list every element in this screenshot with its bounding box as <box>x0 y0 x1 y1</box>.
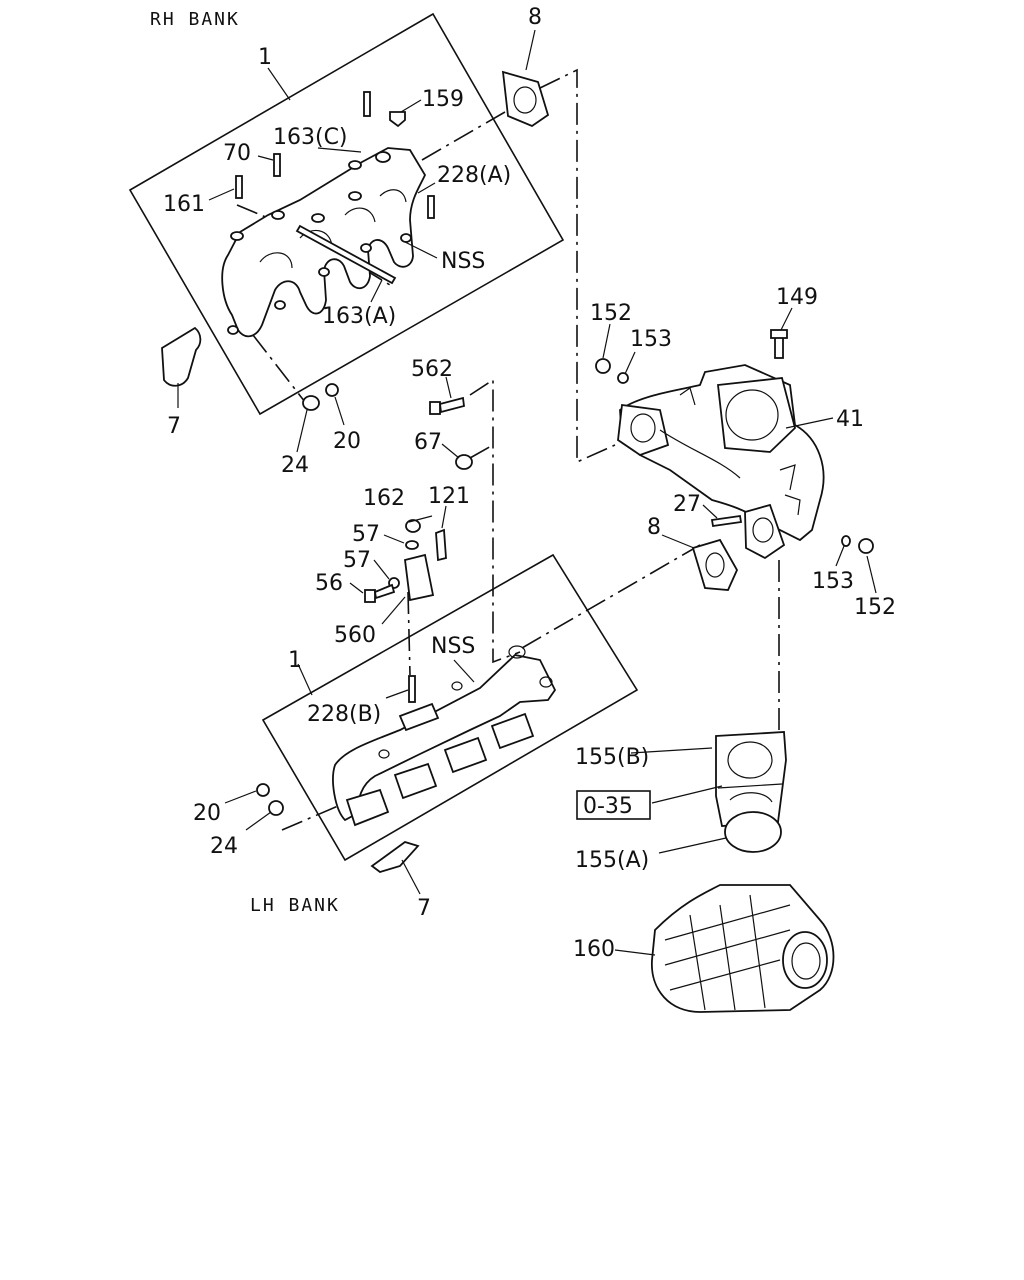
callout-nss-top: NSS <box>441 249 485 274</box>
rh-studs <box>235 91 435 285</box>
lh-intake-manifold <box>332 645 557 827</box>
callout-153-bot: 153 <box>812 569 854 594</box>
intake-plenum <box>617 364 825 560</box>
rh-bank-label: RH BANK <box>150 9 240 30</box>
callout-24-bot: 24 <box>210 834 238 859</box>
bracket-560 <box>404 553 435 602</box>
callout-152-top: 152 <box>590 301 632 326</box>
callout-57-a: 57 <box>352 522 380 547</box>
callout-160: 160 <box>573 937 615 962</box>
callout-149: 149 <box>776 285 818 310</box>
callout-560: 560 <box>334 623 376 648</box>
air-duct <box>651 884 835 1013</box>
callout-153-top: 153 <box>630 327 672 352</box>
callout-67: 67 <box>414 430 442 455</box>
lh-nut-24 <box>268 800 284 816</box>
callout-57-b: 57 <box>343 548 371 573</box>
bolt-56 <box>364 583 396 603</box>
callout-152-bot: 152 <box>854 595 896 620</box>
washer-153-top <box>617 372 629 384</box>
callout-155a: 155(A) <box>575 848 649 873</box>
callout-8-top: 8 <box>528 5 542 30</box>
bolt-562 <box>429 396 465 415</box>
washer-153-bot <box>841 535 851 547</box>
callout-nss-bot: NSS <box>431 634 475 659</box>
callout-20-bot: 20 <box>193 801 221 826</box>
callout-161: 161 <box>163 192 205 217</box>
rh-nut-24 <box>302 395 320 411</box>
stud-228b <box>408 675 416 703</box>
callout-41: 41 <box>836 407 864 432</box>
top-throttle-gasket <box>501 70 550 128</box>
ref-035-box <box>576 790 651 820</box>
mid-gasket <box>691 538 739 591</box>
callout-163c: 163(C) <box>273 125 348 150</box>
callout-163a: 163(A) <box>322 304 396 329</box>
callout-7-bot: 7 <box>417 896 431 921</box>
rh-manifold-gasket <box>161 326 202 387</box>
callout-121: 121 <box>428 484 470 509</box>
lh-nut-20 <box>256 783 270 797</box>
callout-228a: 228(A) <box>437 163 511 188</box>
callout-8-mid: 8 <box>647 515 661 540</box>
callout-562: 562 <box>411 357 453 382</box>
callout-24-top: 24 <box>281 453 309 478</box>
rh-bank-frame <box>128 12 565 416</box>
callout-20-top: 20 <box>333 429 361 454</box>
callout-7-top: 7 <box>167 414 181 439</box>
washer-57-a <box>405 540 419 550</box>
callout-155b: 155(B) <box>575 745 649 770</box>
callout-1-bot: 1 <box>288 648 302 673</box>
callout-162: 162 <box>363 486 405 511</box>
callout-228b: 228(B) <box>307 702 381 727</box>
nut-162 <box>405 519 421 533</box>
leader-lines <box>177 29 877 956</box>
nut-67 <box>455 454 473 470</box>
callout-56: 56 <box>315 571 343 596</box>
lh-bank-frame <box>261 553 639 862</box>
callout-ref-035: 0-35 <box>583 794 633 819</box>
lh-manifold-gasket <box>370 841 420 873</box>
rh-nut-20 <box>325 383 339 397</box>
throttle-gasket-155a <box>724 811 782 853</box>
callout-1-top: 1 <box>258 45 272 70</box>
callout-70: 70 <box>223 141 251 166</box>
lh-bank-label: LH BANK <box>250 895 340 916</box>
callout-27: 27 <box>673 492 701 517</box>
bracket-121 <box>435 528 447 562</box>
bolt-152-top <box>595 358 611 374</box>
stud-27 <box>710 514 743 528</box>
bolt-149 <box>770 329 788 359</box>
bolt-152-bot <box>858 538 874 554</box>
callout-159: 159 <box>422 87 464 112</box>
assembly-centerlines <box>236 68 780 831</box>
